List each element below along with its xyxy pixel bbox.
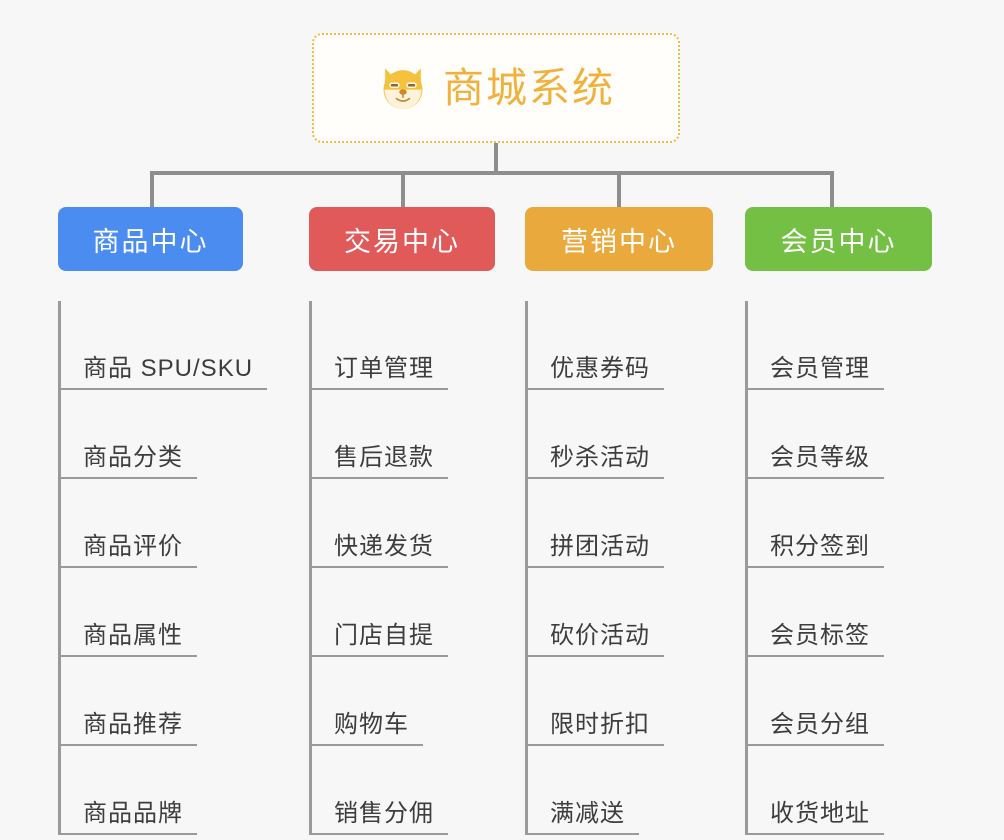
connector-root-stem (494, 143, 498, 173)
leaf-label: 会员管理 (748, 348, 884, 390)
list-item[interactable]: 会员分组 (748, 657, 965, 746)
list-item[interactable]: 销售分佣 (312, 746, 525, 835)
list-item[interactable]: 会员管理 (748, 301, 965, 390)
leaf-label: 秒杀活动 (528, 437, 664, 479)
branch-column-product: 商品中心 商品 SPU/SKU 商品分类 商品评价 商品属性 商品推荐 商品品牌 (58, 207, 308, 835)
branch-header-product[interactable]: 商品中心 (58, 207, 243, 271)
leaf-label: 商品推荐 (61, 704, 197, 746)
list-item[interactable]: 秒杀活动 (528, 390, 739, 479)
list-item[interactable]: 售后退款 (312, 390, 525, 479)
list-item[interactable]: 收货地址 (748, 746, 965, 835)
root-node[interactable]: 商城系统 (312, 33, 680, 143)
leaf-label: 会员分组 (748, 704, 884, 746)
leaf-label: 拼团活动 (528, 526, 664, 568)
list-item[interactable]: 满减送 (528, 746, 739, 835)
connector-drop-branch-1 (150, 171, 154, 207)
root-title: 商城系统 (443, 64, 615, 111)
branch-header-label: 营销中心 (561, 226, 677, 257)
list-item[interactable]: 订单管理 (312, 301, 525, 390)
leaf-label: 售后退款 (312, 437, 448, 479)
list-item[interactable]: 商品分类 (61, 390, 308, 479)
leaf-label: 销售分佣 (312, 793, 448, 835)
list-item[interactable]: 购物车 (312, 657, 525, 746)
leaf-label: 商品品牌 (61, 793, 197, 835)
connector-horizontal-bus (150, 171, 834, 175)
leaf-label: 商品 SPU/SKU (61, 348, 268, 390)
list-item[interactable]: 会员等级 (748, 390, 965, 479)
branch-column-marketing: 营销中心 优惠券码 秒杀活动 拼团活动 砍价活动 限时折扣 满减送 (525, 207, 739, 835)
shiba-dog-face-icon (377, 62, 429, 114)
list-item[interactable]: 砍价活动 (528, 568, 739, 657)
leaf-label: 快递发货 (312, 526, 448, 568)
branch-header-marketing[interactable]: 营销中心 (525, 207, 713, 271)
list-item[interactable]: 积分签到 (748, 479, 965, 568)
connector-drop-branch-3 (617, 171, 621, 207)
list-item[interactable]: 商品评价 (61, 479, 308, 568)
leaf-label: 限时折扣 (528, 704, 664, 746)
leaf-list-product: 商品 SPU/SKU 商品分类 商品评价 商品属性 商品推荐 商品品牌 (58, 301, 308, 835)
branch-column-trade: 交易中心 订单管理 售后退款 快递发货 门店自提 购物车 销售分佣 (309, 207, 525, 835)
list-item[interactable]: 门店自提 (312, 568, 525, 657)
branch-header-label: 交易中心 (344, 226, 460, 257)
leaf-label: 优惠券码 (528, 348, 664, 390)
list-item[interactable]: 拼团活动 (528, 479, 739, 568)
branch-header-member[interactable]: 会员中心 (745, 207, 932, 271)
leaf-list-member: 会员管理 会员等级 积分签到 会员标签 会员分组 收货地址 (745, 301, 965, 835)
leaf-label: 会员标签 (748, 615, 884, 657)
list-item[interactable]: 会员标签 (748, 568, 965, 657)
leaf-label: 积分签到 (748, 526, 884, 568)
leaf-label: 门店自提 (312, 615, 448, 657)
list-item[interactable]: 优惠券码 (528, 301, 739, 390)
leaf-label: 砍价活动 (528, 615, 664, 657)
leaf-label: 订单管理 (312, 348, 448, 390)
connector-drop-branch-2 (401, 171, 405, 207)
leaf-label: 商品属性 (61, 615, 197, 657)
leaf-list-marketing: 优惠券码 秒杀活动 拼团活动 砍价活动 限时折扣 满减送 (525, 301, 739, 835)
list-item[interactable]: 限时折扣 (528, 657, 739, 746)
list-item[interactable]: 商品推荐 (61, 657, 308, 746)
leaf-label: 商品评价 (61, 526, 197, 568)
leaf-label: 会员等级 (748, 437, 884, 479)
branch-header-trade[interactable]: 交易中心 (309, 207, 495, 271)
list-item[interactable]: 快递发货 (312, 479, 525, 568)
connector-drop-branch-4 (830, 171, 834, 207)
list-item[interactable]: 商品 SPU/SKU (61, 301, 308, 390)
leaf-label: 购物车 (312, 704, 423, 746)
leaf-label: 收货地址 (748, 793, 884, 835)
branch-header-label: 商品中心 (92, 226, 209, 257)
list-item[interactable]: 商品属性 (61, 568, 308, 657)
branch-column-member: 会员中心 会员管理 会员等级 积分签到 会员标签 会员分组 收货地址 (745, 207, 965, 835)
branch-header-label: 会员中心 (780, 226, 897, 257)
list-item[interactable]: 商品品牌 (61, 746, 308, 835)
leaf-list-trade: 订单管理 售后退款 快递发货 门店自提 购物车 销售分佣 (309, 301, 525, 835)
leaf-label: 商品分类 (61, 437, 197, 479)
leaf-label: 满减送 (528, 793, 639, 835)
